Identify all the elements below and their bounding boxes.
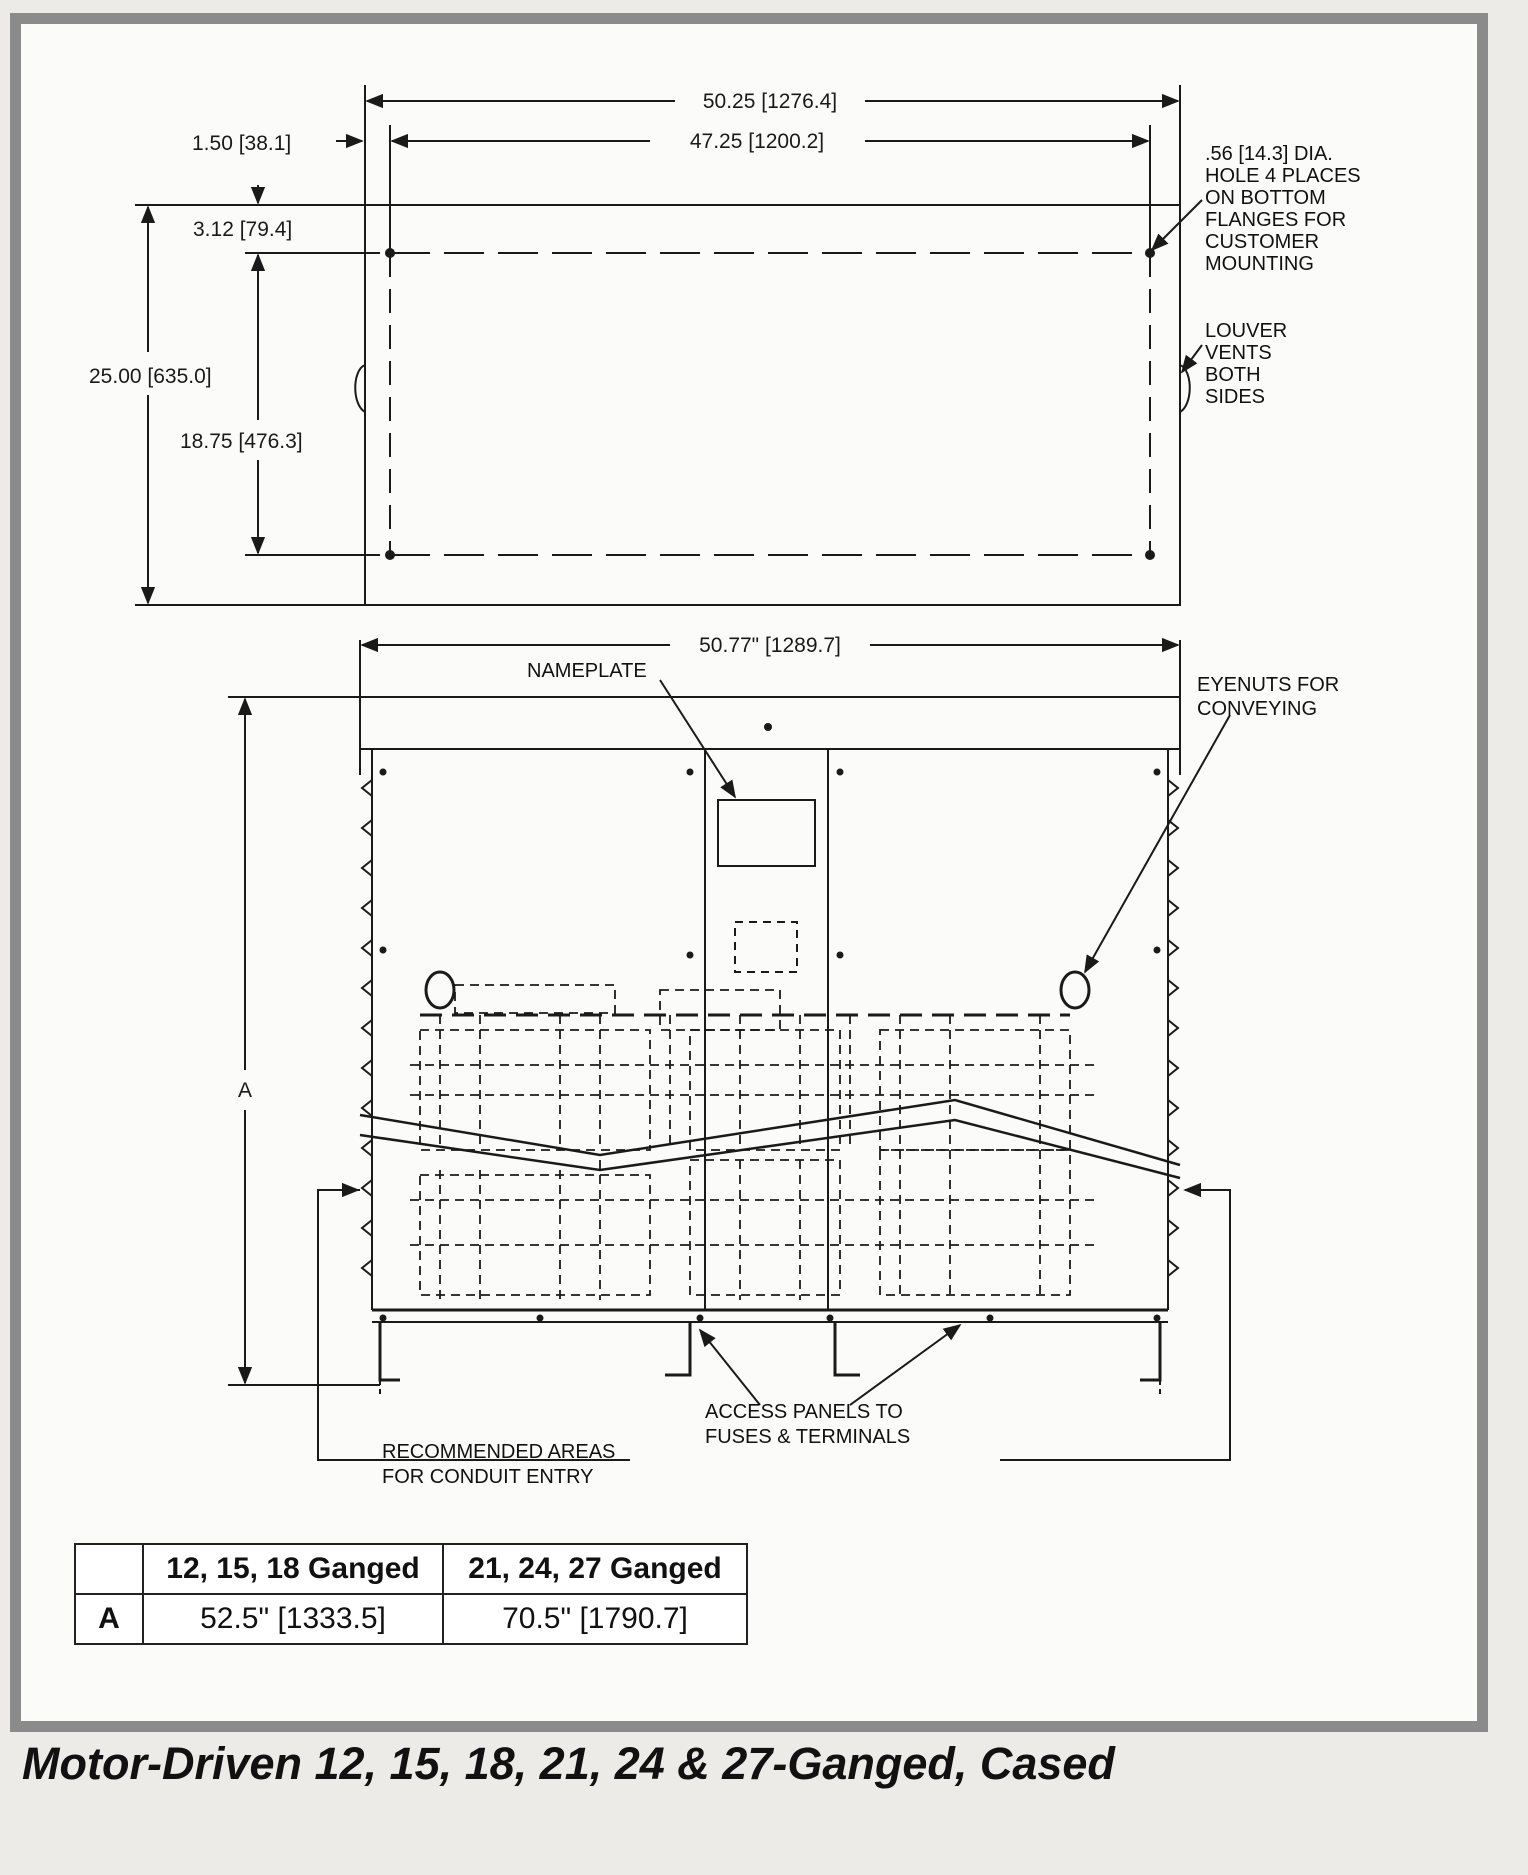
front-width-dimension: 50.77" [1289.7] [699, 634, 841, 657]
front-view [228, 637, 1231, 1461]
nameplate-box [717, 799, 816, 867]
louver-note-line: SIDES [1205, 386, 1265, 408]
conduit-note-line: RECOMMENDED AREAS [382, 1441, 615, 1463]
table-row: A 52.5" [1333.5] 70.5" [1790.7] [74, 1593, 748, 1645]
height-a-label: A [238, 1079, 252, 1102]
conduit-note-line: FOR CONDUIT ENTRY [382, 1466, 594, 1488]
hole-note-line: ON BOTTOM [1205, 187, 1326, 209]
hole-note-line: FLANGES FOR [1205, 209, 1346, 231]
figure-caption: Motor-Driven 12, 15, 18, 21, 24 & 27-Gan… [22, 1738, 1115, 1789]
drawing-frame [10, 13, 1488, 1732]
table-row-label: A [74, 1593, 144, 1645]
top-view-outline [364, 204, 1181, 606]
hole-note-line: HOLE 4 PLACES [1205, 165, 1361, 187]
eyenuts-note-line: EYENUTS FOR [1197, 674, 1339, 696]
table-cell: 70.5" [1790.7] [442, 1593, 748, 1645]
table-header-cell: 12, 15, 18 Ganged [142, 1543, 444, 1595]
overall-depth-dimension: 25.00 [635.0] [89, 365, 212, 388]
mounting-hole [1145, 248, 1155, 258]
hole-note-line: .56 [14.3] DIA. [1205, 143, 1333, 165]
top-offset-dimension: 3.12 [79.4] [193, 218, 292, 241]
table-header-cell: 21, 24, 27 Ganged [442, 1543, 748, 1595]
eyenuts-note-line: CONVEYING [1197, 698, 1317, 720]
louver-note-line: VENTS [1205, 342, 1272, 364]
nameplate-label: NAMEPLATE [527, 660, 647, 682]
hole-spacing-width-dimension: 47.25 [1200.2] [690, 130, 824, 153]
table-header-cell [74, 1543, 144, 1595]
table-header-row: 12, 15, 18 Ganged 21, 24, 27 Ganged [74, 1543, 748, 1595]
break-line-lower [359, 1118, 1181, 1180]
hole-note: .56 [14.3] DIA. HOLE 4 PLACES ON BOTTOM … [1205, 143, 1361, 275]
louver-note: LOUVER VENTS BOTH SIDES [1205, 320, 1287, 408]
eyenut-right [1059, 970, 1091, 1010]
mounting-holes [385, 248, 1155, 560]
case-lid [359, 696, 1181, 750]
front-view-fasteners [379, 723, 1161, 1322]
overall-width-dimension: 50.25 [1276.4] [703, 90, 837, 113]
hole-note-line: CUSTOMER [1205, 231, 1319, 253]
dimension-a-table: 12, 15, 18 Ganged 21, 24, 27 Ganged A 52… [74, 1543, 748, 1645]
table-cell: 52.5" [1333.5] [142, 1593, 444, 1645]
hole-spacing-depth-dimension: 18.75 [476.3] [180, 430, 303, 453]
mounting-hole [385, 550, 395, 560]
eyenut-left [424, 970, 456, 1010]
top-view [135, 85, 1203, 606]
access-note-line: ACCESS PANELS TO [705, 1401, 903, 1423]
mounting-hole [1145, 550, 1155, 560]
break-line-upper [359, 1098, 1181, 1167]
hole-note-line: MOUNTING [1205, 253, 1314, 275]
access-note-line: FUSES & TERMINALS [705, 1426, 910, 1448]
mounting-hole [385, 248, 395, 258]
louver-note-line: BOTH [1205, 364, 1261, 386]
louver-note-line: LOUVER [1205, 320, 1287, 342]
left-offset-dimension: 1.50 [38.1] [192, 132, 291, 155]
